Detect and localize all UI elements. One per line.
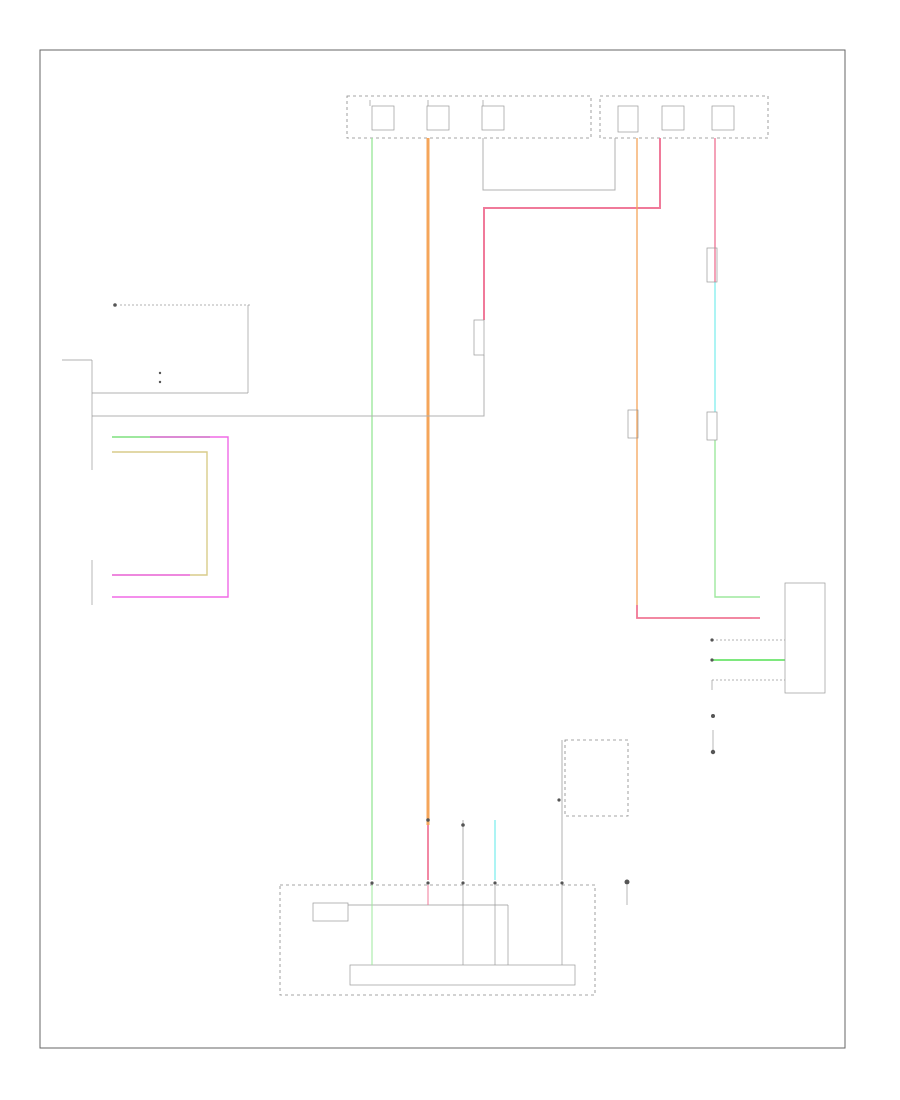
bottom-middle-block — [426, 739, 629, 827]
bottom-right-ground — [624, 879, 630, 905]
left-switch-block — [62, 303, 250, 470]
relay-block-right — [599, 95, 769, 139]
diagram-frame — [39, 49, 846, 1049]
right-ground — [710, 714, 716, 755]
wire-green-right — [714, 440, 760, 598]
wire-orange-right — [636, 138, 752, 619]
middle-switch — [473, 319, 485, 356]
wire-pink-right — [636, 605, 760, 619]
fuse-block-left — [346, 95, 592, 139]
wire-magenta-left — [112, 436, 229, 598]
wire-pink-relay — [483, 138, 661, 320]
right-switch-lower — [706, 411, 718, 441]
wire-gray-switch — [92, 355, 485, 417]
right-module — [710, 582, 826, 694]
wire-gray-top — [482, 138, 616, 191]
right-switch-upper — [706, 247, 718, 283]
orange-branch-switch — [627, 409, 639, 439]
combination-meter — [279, 881, 596, 996]
wire-khaki-left — [112, 451, 208, 576]
